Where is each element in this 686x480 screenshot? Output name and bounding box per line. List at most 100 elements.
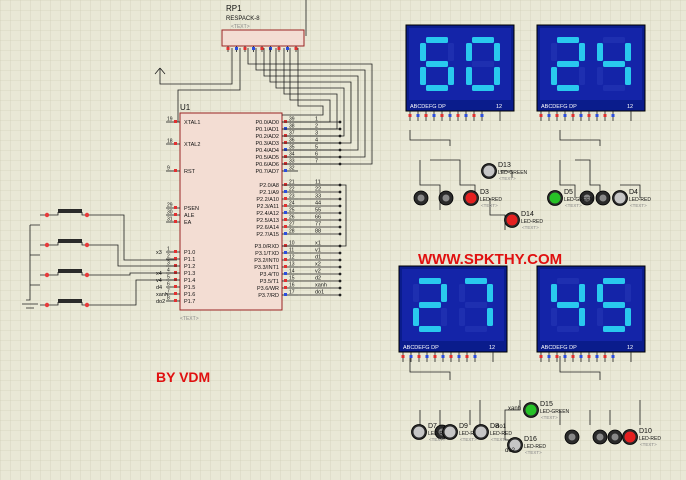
pin-state-marker bbox=[284, 251, 287, 254]
pin-state-marker bbox=[449, 355, 453, 358]
rp1-resistor-pack[interactable]: RP1 RESPACK-8 <TEXT> bbox=[221, 4, 305, 52]
led-indicator bbox=[564, 429, 580, 445]
led-type: LED-RED bbox=[459, 431, 481, 437]
display-glass bbox=[409, 28, 511, 100]
display-segment-g bbox=[419, 302, 441, 308]
net-label: x4 bbox=[156, 271, 162, 277]
push-button[interactable] bbox=[44, 209, 90, 218]
rp1-ref: RP1 bbox=[226, 4, 242, 13]
display-segment-b bbox=[487, 284, 493, 302]
pin-state-marker bbox=[284, 134, 287, 137]
u1-pin-name: P1.5 bbox=[184, 285, 195, 291]
pin-state-marker bbox=[433, 355, 437, 358]
led-ref: D8 bbox=[490, 423, 499, 430]
pin-state-marker bbox=[417, 355, 421, 358]
net-label: 6 bbox=[315, 152, 318, 158]
push-button[interactable] bbox=[44, 269, 90, 278]
led-ref: D5 bbox=[564, 189, 573, 196]
display-segment-b bbox=[625, 284, 631, 302]
led-ref: D16 bbox=[524, 436, 537, 443]
net-label: v1 bbox=[315, 248, 321, 254]
net-label: 2 bbox=[315, 124, 318, 130]
pin-state-marker bbox=[571, 114, 575, 117]
display-glass bbox=[540, 269, 642, 341]
led-ref: D13 bbox=[498, 162, 511, 169]
u1-microcontroller[interactable]: U1 <TEXT> 19XTAL118XTAL29RST29PSEN30ALE3… bbox=[156, 103, 342, 322]
net-label-xanh: xanh bbox=[508, 406, 521, 412]
net-label: 5 bbox=[315, 145, 318, 151]
junction-dot bbox=[338, 286, 342, 290]
led-type: LED-RED bbox=[524, 444, 546, 450]
u1-pin-name: P1.7 bbox=[184, 299, 195, 305]
pin-state-marker bbox=[284, 141, 287, 144]
wires bbox=[22, 0, 641, 441]
u1-pin-name: P2.4/A12 bbox=[256, 211, 279, 217]
led-ref: D3 bbox=[480, 189, 489, 196]
u1-pin-number: 4 bbox=[167, 268, 170, 274]
pin-state-marker bbox=[284, 293, 287, 296]
display-segment-d bbox=[603, 326, 625, 332]
display-segment-f bbox=[597, 43, 603, 61]
display-segment-a bbox=[557, 278, 579, 284]
pin-state-marker bbox=[409, 355, 413, 358]
u1-pin-name: RST bbox=[184, 169, 196, 175]
led-lens bbox=[614, 192, 626, 204]
pin-state-marker bbox=[284, 218, 287, 221]
u1-pin-name: P0.1/AD1 bbox=[255, 127, 279, 133]
u1-pin-name: P2.5/A13 bbox=[256, 218, 279, 224]
led-type: LED-RED bbox=[480, 197, 502, 203]
u1-pin-number: 37 bbox=[289, 131, 295, 137]
display-pin-number: 12 bbox=[627, 345, 633, 351]
rp1-pin-marker bbox=[252, 47, 255, 50]
u1-body bbox=[179, 112, 283, 311]
display-segment-e bbox=[413, 308, 419, 326]
u1-pin-name: P0.2/AD2 bbox=[255, 134, 279, 140]
led-lens bbox=[506, 214, 518, 226]
u1-pin-number: 15 bbox=[289, 276, 295, 282]
u1-pin-name: P1.0 bbox=[184, 250, 195, 256]
rp1-pin-marker bbox=[243, 47, 247, 50]
led-indicator bbox=[579, 190, 595, 206]
u1-pin-name: P2.0/A8 bbox=[259, 183, 279, 189]
led-indicator bbox=[607, 429, 623, 445]
net-label: v4 bbox=[156, 278, 162, 284]
rp1-pin-marker bbox=[226, 47, 230, 50]
pin-state-marker bbox=[456, 114, 460, 117]
display-segment-b bbox=[625, 43, 631, 61]
u1-left-pins: 19XTAL118XTAL29RST29PSEN30ALE31EA1P1.0x3… bbox=[156, 117, 200, 306]
net-label: 11 bbox=[315, 180, 321, 186]
display-segment-e bbox=[466, 67, 472, 85]
u1-pin-number: 12 bbox=[289, 255, 295, 261]
display-segment-a bbox=[557, 37, 579, 43]
led-lens bbox=[444, 426, 456, 438]
u1-pin-name: P1.4 bbox=[184, 278, 195, 284]
led-lens bbox=[483, 165, 495, 177]
pin-state-marker bbox=[539, 355, 543, 358]
push-button[interactable] bbox=[44, 299, 90, 308]
u1-pin-name: P3.5/T1 bbox=[260, 279, 279, 285]
led-ref: D10 bbox=[639, 428, 652, 435]
u1-ref: U1 bbox=[180, 103, 191, 112]
net-label: x1 bbox=[315, 241, 321, 247]
display-segment-b bbox=[494, 43, 500, 61]
u1-pin-number: 24 bbox=[289, 201, 295, 207]
push-button[interactable] bbox=[44, 239, 90, 248]
u1-pin-number: 7 bbox=[167, 289, 170, 295]
